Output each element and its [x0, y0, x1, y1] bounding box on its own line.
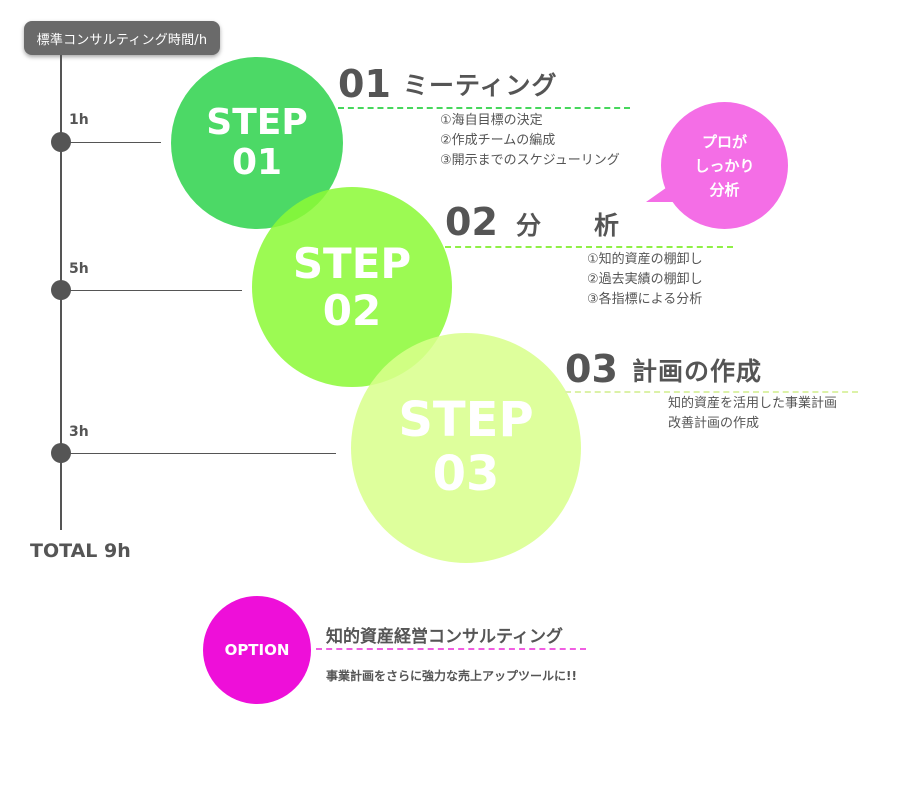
step-01-item: ②作成チームの編成: [440, 133, 556, 148]
step-02-item: ②過去実績の棚卸し: [587, 272, 703, 287]
option-divider: [316, 648, 586, 650]
step-01-circle-number: 01: [231, 142, 283, 183]
bubble-line: しっかり: [694, 156, 755, 175]
step-02-divider: [445, 246, 733, 248]
step-03-item: 知的資産を活用した事業計画: [668, 396, 838, 411]
step-01-circle: STEP 01: [171, 57, 343, 229]
option-label: OPTION: [224, 641, 290, 659]
step-02-circle: STEP 02: [252, 187, 452, 387]
timeline-connector-1: [62, 142, 161, 143]
step-02-circle-word: STEP: [292, 238, 412, 288]
timeline-dot-1: [51, 132, 71, 152]
timeline-label-1: 1h: [69, 112, 89, 128]
step-02-circle-number: 02: [322, 286, 382, 335]
step-01-title: ミーティング: [403, 71, 558, 100]
timeline-dot-3: [51, 443, 71, 463]
speech-bubble: プロが しっかり 分析: [661, 102, 788, 229]
total-label: TOTAL 9h: [30, 540, 131, 562]
option-circle: OPTION: [203, 596, 311, 704]
step-03-title: 計画の作成: [632, 357, 763, 386]
step-01-items: ①海自目標の決定 ②作成チームの編成 ③開示までのスケジューリング: [440, 111, 620, 171]
step-02-title: 分 析: [516, 211, 621, 240]
step-02-items: ①知的資産の棚卸し ②過去実績の棚卸し ③各指標による分析: [587, 250, 703, 310]
step-01-number: 01: [338, 62, 391, 106]
timeline-connector-2: [62, 290, 242, 291]
step-01-item: ①海自目標の決定: [440, 113, 543, 128]
step-03-items: 知的資産を活用した事業計画 改善計画の作成: [668, 394, 837, 434]
step-02-number: 02: [445, 200, 498, 244]
option-title: 知的資産経営コンサルティング: [326, 627, 563, 647]
bubble-line: プロが: [701, 132, 747, 151]
header-title: 標準コンサルティング時間/h: [36, 32, 208, 48]
step-03-item: 改善計画の作成: [668, 416, 760, 431]
step-02-item: ③各指標による分析: [587, 292, 703, 307]
step-02-item: ①知的資産の棚卸し: [587, 252, 703, 267]
timeline-connector-3: [62, 453, 336, 454]
step-01-divider: [338, 107, 630, 109]
bubble-line: 分析: [709, 180, 740, 199]
step-03-circle: STEP 03: [351, 333, 581, 563]
timeline-label-3: 3h: [69, 424, 89, 440]
step-03-divider: [565, 391, 858, 393]
option-description: 事業計画をさらに強力な売上アップツールに!!: [326, 669, 577, 683]
step-03-number: 03: [565, 347, 618, 391]
step-01-circle-word: STEP: [206, 101, 308, 143]
step-01-item: ③開示までのスケジューリング: [440, 153, 620, 168]
timeline-label-2: 5h: [69, 261, 89, 277]
timeline-dot-2: [51, 280, 71, 300]
step-03-circle-word: STEP: [398, 392, 534, 449]
step-03-circle-number: 03: [432, 446, 500, 502]
header-pill: 標準コンサルティング時間/h: [24, 21, 220, 55]
